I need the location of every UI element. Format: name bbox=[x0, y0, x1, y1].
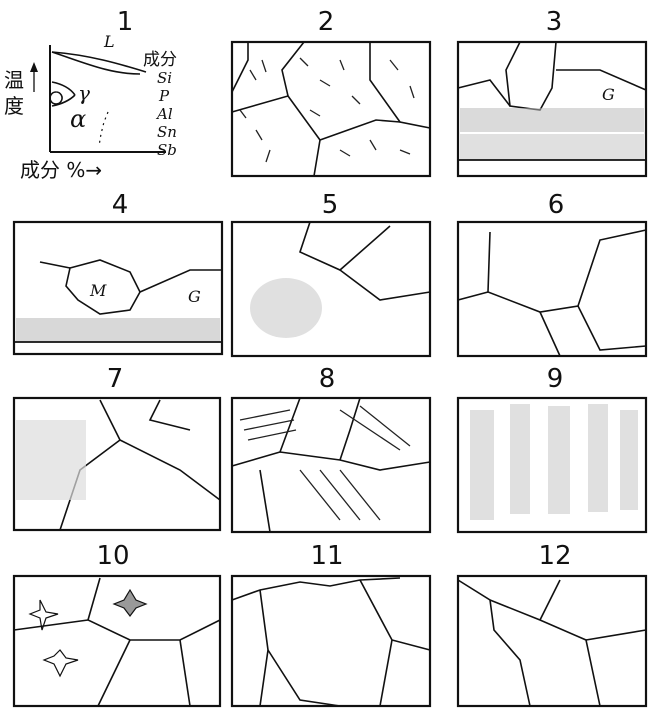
panel-6-grain-boundary-precipitates bbox=[458, 222, 646, 356]
panel-4-dotted-layer bbox=[16, 318, 220, 342]
panel-5-dark-region bbox=[250, 278, 322, 338]
y-axis-label-2: 度 bbox=[4, 94, 24, 118]
panel-2-needle-texture bbox=[240, 58, 414, 162]
phase-alpha-label: α bbox=[70, 105, 86, 133]
panel-number-5: 5 bbox=[322, 190, 339, 220]
panel-number-8: 8 bbox=[319, 364, 336, 394]
panel-number-9: 9 bbox=[547, 364, 564, 394]
panel-3-grain-with-layer: G bbox=[458, 42, 646, 176]
element-al: Al bbox=[155, 105, 173, 123]
element-si: Si bbox=[157, 69, 172, 87]
panel-number-11: 11 bbox=[310, 541, 343, 571]
panel-number-1: 1 bbox=[117, 7, 134, 37]
phase-gamma-label: γ bbox=[78, 81, 90, 105]
element-sb: Sb bbox=[157, 141, 177, 159]
panel-4-label-g: G bbox=[188, 287, 201, 306]
panel-8-widmanstatten-pattern bbox=[232, 398, 430, 532]
panel-2-equiaxed-grains bbox=[232, 42, 430, 176]
panel-number-12: 12 bbox=[538, 541, 571, 571]
panel-11-cellular-network bbox=[232, 576, 430, 706]
panel-1-phase-diagram: 温 度 成分 %→ γ α L 成分 Si P Al Sn Sb bbox=[4, 32, 177, 182]
panel-10-star-1 bbox=[30, 600, 58, 630]
panel-10-star-2 bbox=[114, 590, 146, 616]
panel-4-label-m: M bbox=[89, 281, 107, 300]
y-axis-label-1: 温 bbox=[4, 68, 24, 92]
component-label: 成分 bbox=[143, 50, 177, 70]
panel-10-star-inclusions bbox=[14, 576, 220, 706]
panel-5-acicular-structure bbox=[232, 222, 430, 356]
panel-number-10: 10 bbox=[96, 541, 129, 571]
panel-number-2: 2 bbox=[318, 7, 335, 37]
panel-number-3: 3 bbox=[546, 7, 563, 37]
phase-liquid-label: L bbox=[103, 32, 115, 51]
panel-7-stippled-area bbox=[16, 420, 86, 500]
panel-9-columnar-stipple bbox=[458, 398, 646, 532]
panel-4-martensite-grains: M G bbox=[14, 222, 222, 354]
panel-10-star-3 bbox=[44, 650, 78, 676]
panel-number-4: 4 bbox=[112, 190, 129, 220]
element-sn: Sn bbox=[157, 123, 177, 141]
panel-3-dotted-layer bbox=[460, 134, 644, 160]
panel-12-serrated-boundaries bbox=[458, 576, 646, 706]
panel-number-7: 7 bbox=[107, 364, 124, 394]
panel-3-label-g: G bbox=[602, 85, 615, 104]
panel-number-6: 6 bbox=[548, 190, 565, 220]
x-axis-label: 成分 %→ bbox=[20, 158, 102, 182]
panel-7-dotted-structure bbox=[14, 398, 220, 530]
panel-3-stippled-band bbox=[460, 108, 644, 132]
element-p: P bbox=[158, 87, 170, 105]
